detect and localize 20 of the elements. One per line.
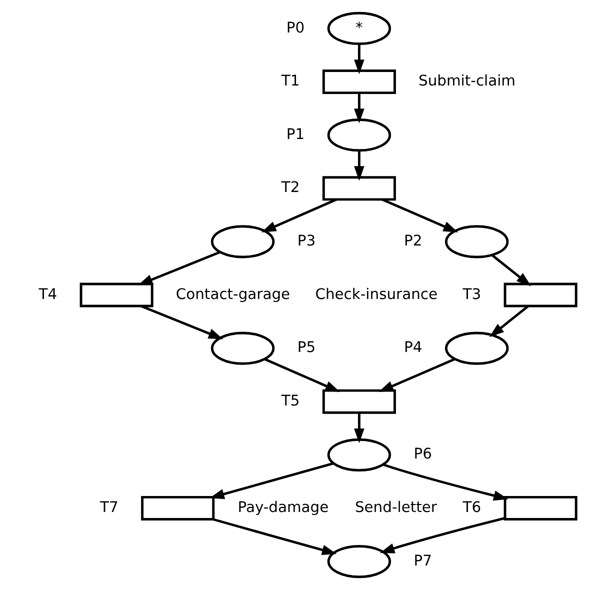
node-label: T6: [462, 499, 482, 516]
node-label: T4: [38, 286, 58, 303]
node-label: Submit-claim: [418, 72, 516, 90]
node-label: P6: [414, 446, 432, 463]
node-label: P5: [297, 339, 316, 356]
node-label: T5: [281, 392, 300, 410]
node-label: T2: [281, 179, 300, 196]
node-label: Check-insurance: [315, 286, 438, 303]
node-label: P3: [297, 232, 316, 250]
node-label: T3: [462, 286, 482, 303]
node-label: T1: [281, 72, 300, 90]
node-label: P0: [286, 19, 305, 36]
node-label: P7: [414, 552, 432, 570]
node-label: P4: [404, 339, 422, 356]
node-label: P2: [404, 232, 422, 250]
node-label: Pay-damage: [238, 499, 329, 516]
node-label: P1: [286, 126, 305, 143]
node-label: T7: [100, 499, 118, 516]
node-label: Send-letter: [354, 499, 437, 516]
node-label: Contact-garage: [176, 286, 290, 303]
